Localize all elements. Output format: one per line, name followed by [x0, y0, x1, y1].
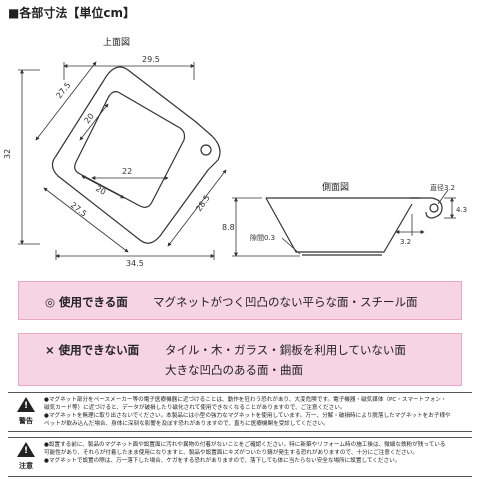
caution-icon: ! 注意 [14, 442, 38, 474]
section-heading: ■各部寸法【単位cm】 [8, 6, 135, 20]
dim-outer-right: 28.5 [194, 193, 212, 213]
caution-section: ! 注意 ●設置する前に、製品のマグネット面や設置面に汚れや異物の付着がないこと… [8, 437, 472, 477]
dim-outer-left-lower: 27.5 [69, 200, 89, 218]
dimension-drawing: 上面図 29.5 27.5 20 [3, 37, 467, 268]
top-view-dimension-lines [18, 61, 227, 260]
dim-inner-width: 22 [122, 167, 132, 176]
dim-width-bottom: 34.5 [126, 259, 144, 268]
warning-icon-label: 警告 [19, 417, 33, 425]
unusable-label: × 使用できない面 [45, 343, 140, 357]
dim-handle-height: 4.3 [456, 206, 467, 214]
dim-outer-left-upper: 27.5 [54, 81, 72, 101]
usable-text: マグネットがつく凹凸のない平らな面・スチール面 [153, 295, 418, 309]
dim-handle-width: 3.2 [400, 238, 411, 246]
top-view-outline [51, 66, 221, 244]
dim-height-left: 32 [3, 149, 12, 159]
usable-label: ◎ 使用できる面 [45, 295, 128, 309]
warning-line: 磁気カード等）に近づけると、データが破損したり磁化されて使用できなくなることがあ… [44, 405, 346, 411]
usable-surfaces-box: ◎ 使用できる面 マグネットがつく凹凸のない平らな面・スチール面 [18, 281, 462, 320]
unusable-text-2: 大きな凹凸のある面・曲面 [165, 363, 303, 377]
warning-line: ●マグネット部分をペースメーカー等の電子医療機器に近づけることは、動作を狂わう恐… [44, 397, 447, 403]
unusable-surfaces-box: × 使用できない面 タイル・木・ガラス・銅板を利用していない面 大きな凹凸のある… [18, 333, 462, 386]
caution-text: ●設置する前に、製品のマグネット面や設置面に汚れや異物の付着がないことをご確認く… [44, 441, 468, 465]
dim-inner-lower: 20 [94, 184, 107, 197]
side-view-dimension-labels: 直径3.2 4.3 8.8 隙間0.3 3.2 [222, 183, 467, 246]
side-view-dimension-lines [232, 189, 456, 257]
dim-width-top: 29.5 [142, 55, 160, 64]
caution-line: ●マグネットで設置の際は、万一落下した場合、ケガをする恐れがありますので、落下し… [44, 458, 401, 464]
unusable-text-1: タイル・木・ガラス・銅板を利用していない面 [165, 343, 406, 357]
warning-text: ●マグネット部分をペースメーカー等の電子医療機器に近づけることは、動作を狂わう恐… [44, 396, 468, 428]
caution-line: ●設置する前に、製品のマグネット面や設置面に汚れや異物の付着がないことをご確認く… [44, 442, 446, 448]
side-view-outline [265, 197, 443, 256]
warning-section: ! 警告 ●マグネット部分をペースメーカー等の電子医療機器に近づけることは、動作… [8, 392, 472, 432]
caution-icon-label: 注意 [19, 462, 33, 470]
caution-line: 可能性があり、それらが付着したまま使用になりますと、製品や設置面にキズがついたり… [44, 450, 418, 456]
side-view-title: 側面図 [322, 181, 349, 193]
dim-inner-upper: 20 [82, 112, 95, 126]
dim-hole-diameter: 直径3.2 [430, 183, 455, 192]
warning-line: ペットが飲み込んだ場合、身体に深刻な影響を及ぼす恐れがありますので、直ちに医療機… [44, 421, 329, 427]
top-view-title: 上面図 [103, 37, 130, 48]
dim-gap: 隙間0.3 [250, 233, 275, 242]
warning-line: ●マグネットを無理に取り出さないでください。本製品には小型の強力なマグネットを使… [44, 413, 451, 419]
warning-icon: ! 警告 [14, 397, 38, 429]
dim-height: 8.8 [222, 223, 235, 232]
